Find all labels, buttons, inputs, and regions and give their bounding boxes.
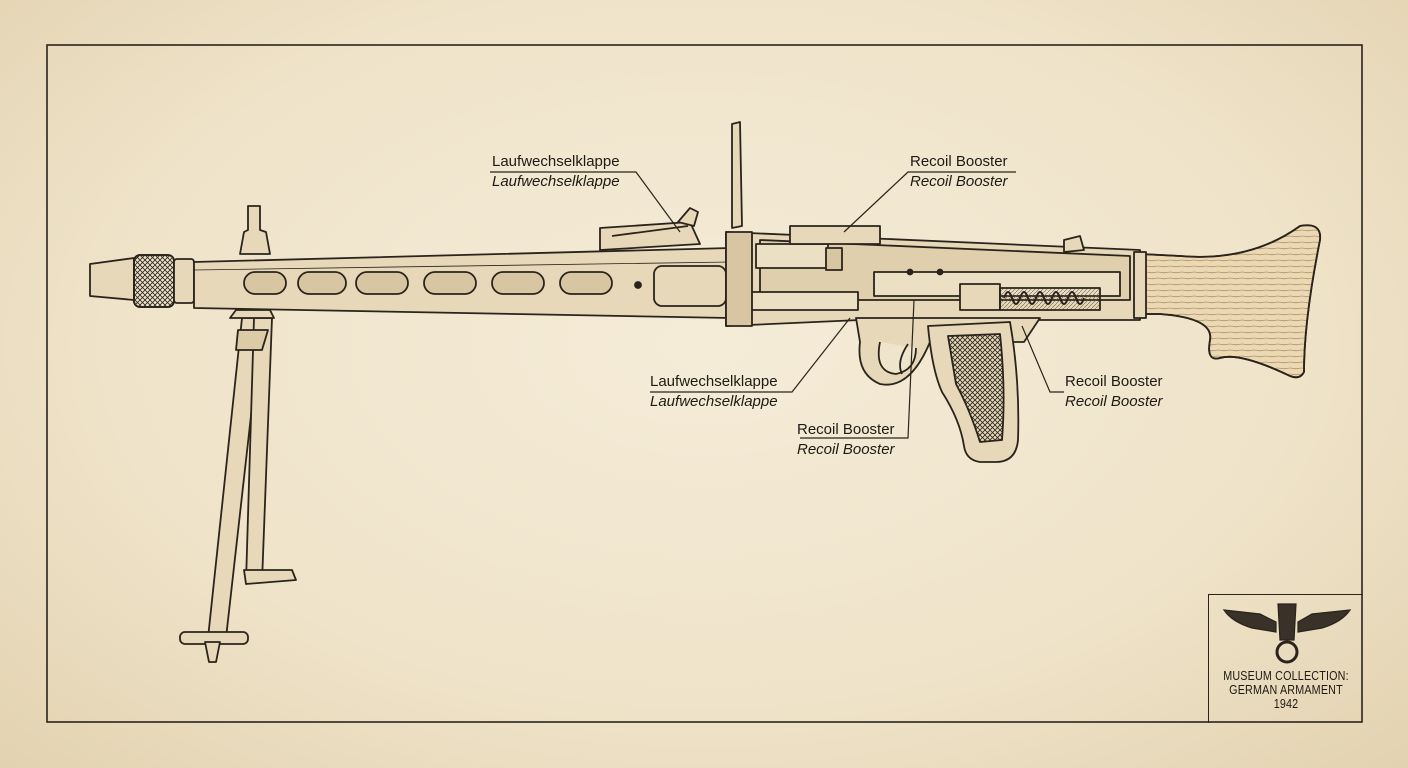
callout-mid-left-secondary: Laufwechselklappe: [650, 393, 778, 410]
callout-top-left: Laufwechselklappe Laufwechselklappe: [492, 152, 620, 192]
callout-top-left-secondary: Laufwechselklappe: [492, 173, 620, 190]
callout-mid-right-secondary: Recoil Booster: [1065, 393, 1163, 410]
callout-mid-right: Recoil Booster Recoil Booster: [1065, 372, 1163, 412]
callout-mid-right-primary: Recoil Booster: [1065, 373, 1163, 390]
sheet-frame: [46, 44, 1363, 723]
bipod: [179, 309, 297, 663]
museum-plate: MUSEUM COLLECTION: GERMAN ARMAMENT 1942: [1208, 594, 1363, 723]
callout-bottom-primary: Recoil Booster: [797, 421, 895, 438]
trigger-group: [855, 317, 1041, 463]
callout-bottom-secondary: Recoil Booster: [797, 441, 895, 458]
callout-top-right: Recoil Booster Recoil Booster: [910, 152, 1008, 192]
callout-top-right-primary: Recoil Booster: [910, 153, 1008, 170]
callout-top-right-secondary: Recoil Booster: [910, 173, 1008, 190]
front-sight: [239, 205, 271, 255]
eagle-emblem-icon: [1222, 603, 1352, 664]
callout-mid-left: Laufwechselklappe Laufwechselklappe: [650, 372, 778, 412]
barrel-change-hatch: [599, 207, 701, 251]
plate-line-2: GERMAN ARMAMENT: [1229, 683, 1343, 697]
plate-line-3: 1942: [1273, 697, 1299, 711]
buttstock: [1133, 224, 1322, 379]
muzzle-booster: [89, 254, 195, 308]
callout-mid-left-primary: Laufwechselklappe: [650, 373, 778, 390]
callout-bottom: Recoil Booster Recoil Booster: [797, 420, 895, 460]
callout-leaders: [490, 171, 1064, 439]
rear-sight: [731, 121, 743, 229]
plate-line-1: MUSEUM COLLECTION:: [1223, 669, 1349, 683]
plate-caption: MUSEUM COLLECTION: GERMAN ARMAMENT 1942: [1220, 669, 1352, 711]
barrel-jacket: [193, 247, 731, 319]
receiver: [725, 225, 1141, 327]
callout-top-left-primary: Laufwechselklappe: [492, 153, 620, 170]
